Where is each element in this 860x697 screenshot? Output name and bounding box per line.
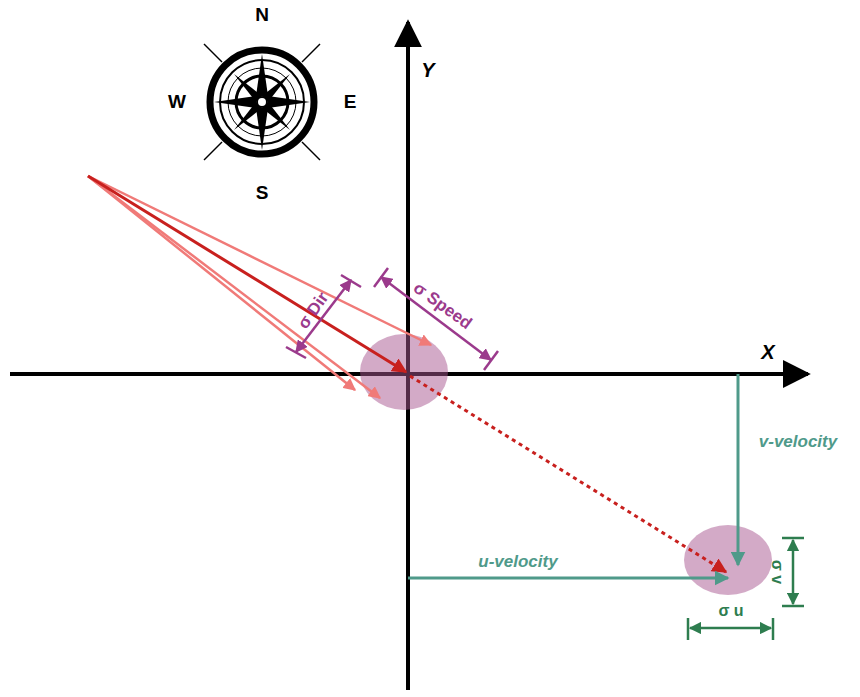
- compass-letter: E: [344, 92, 357, 111]
- u-velocity-arrow: [408, 577, 728, 580]
- sigma-dir-bracket: [286, 275, 361, 358]
- sigma-speed-bracket: [374, 268, 498, 370]
- sigma-label: σ Dir: [295, 289, 332, 331]
- axis-label: Y: [421, 60, 434, 80]
- sigma-label: σ u: [718, 603, 743, 619]
- sigma-label: σ v: [769, 560, 785, 584]
- uncertainty-ellipse: [684, 525, 772, 595]
- compass-letter: W: [168, 92, 186, 111]
- sigma-label: σ Speed: [411, 278, 475, 331]
- v-velocity-arrow: [737, 374, 740, 565]
- compass-rose: [204, 44, 320, 160]
- compass-letter: S: [256, 183, 269, 202]
- sigma-v-bracket: [782, 538, 804, 606]
- velocity-label: v-velocity: [759, 433, 837, 450]
- axis-label: X: [761, 342, 774, 362]
- velocity-label: u-velocity: [478, 553, 557, 570]
- sigma-u-bracket: [688, 618, 773, 640]
- vector-spread: [88, 176, 431, 398]
- compass-letter: N: [255, 5, 269, 24]
- translated-vector: [410, 376, 726, 572]
- mean-vector: [88, 176, 406, 372]
